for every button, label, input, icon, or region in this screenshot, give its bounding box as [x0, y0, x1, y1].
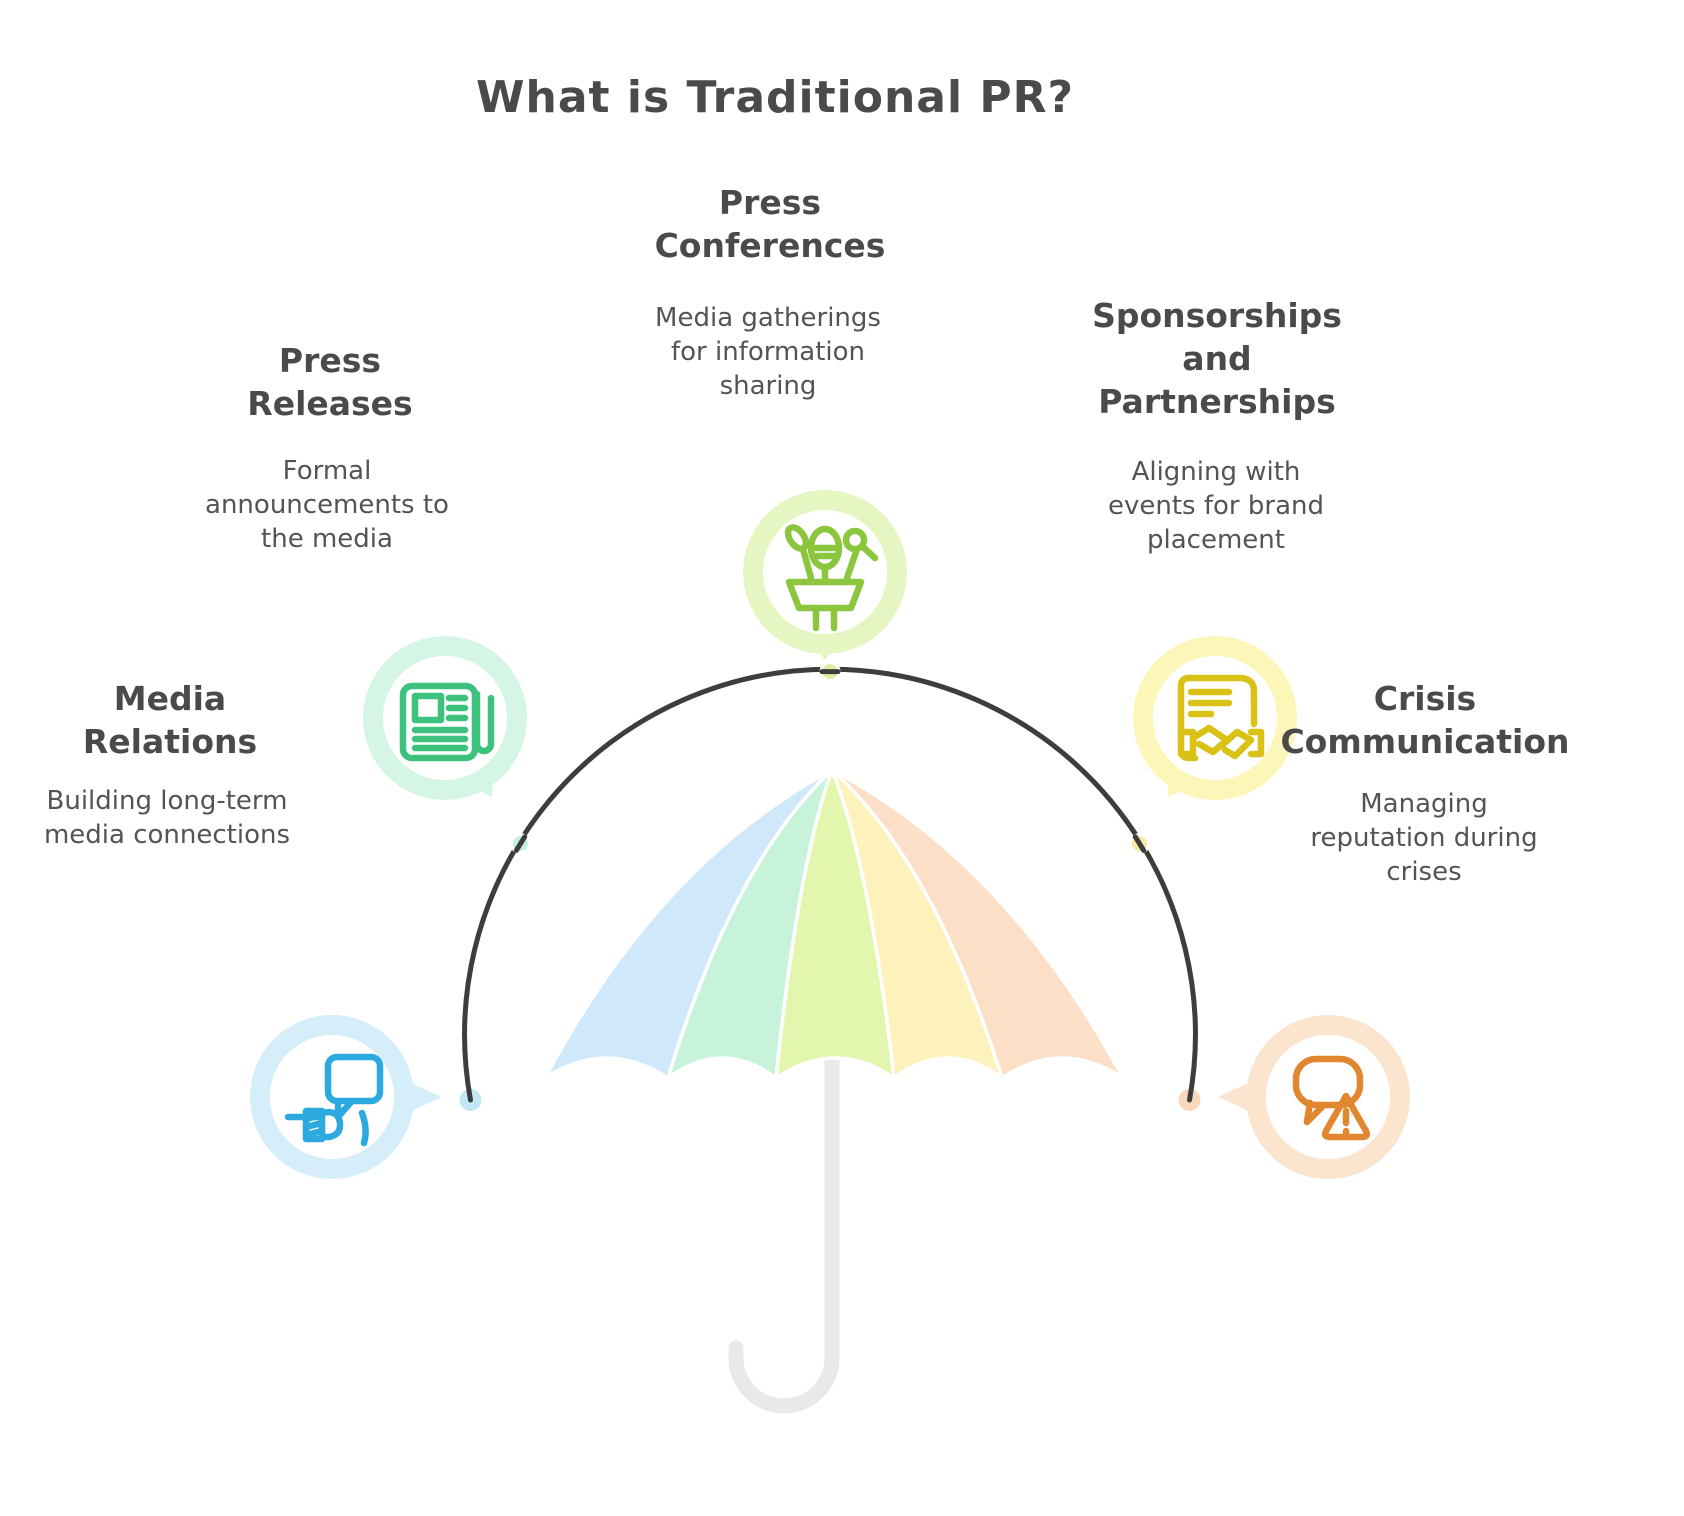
heading-line: Sponsorships	[1092, 296, 1342, 335]
bubble-ring	[1133, 636, 1297, 800]
desc-line: sharing	[719, 370, 817, 401]
umbrella-handle	[728, 1032, 840, 1414]
press-conferences-desc: Media gatherings for information sharing	[558, 302, 978, 403]
page-title: What is Traditional PR?	[475, 72, 1075, 123]
newspaper-icon	[399, 682, 495, 762]
bubble-ring	[250, 1015, 414, 1179]
heading-line: Relations	[82, 721, 258, 761]
bubble-inner	[1266, 1035, 1390, 1159]
sponsorships-desc: Aligning with events for brand placement	[1006, 456, 1426, 557]
crisis-communication-bubble	[1218, 1015, 1410, 1179]
heading-line: and	[1182, 338, 1252, 378]
crisis-communication-heading: Crisis Communication	[1205, 678, 1645, 764]
desc-line: Building long-term	[46, 786, 288, 816]
arc-dash-mid-left	[513, 834, 528, 853]
heading-line: Press	[718, 183, 822, 222]
desc-line: placement	[1147, 524, 1285, 555]
heading-line: Communication	[1280, 721, 1570, 761]
media-relations-heading: Media Relations	[0, 678, 360, 764]
crisis-communication-desc: Managing reputation during crises	[1224, 788, 1624, 889]
desc-line: media connections	[43, 819, 291, 850]
podium-microphones-icon	[784, 524, 879, 632]
press-releases-heading: Press Releases	[120, 340, 540, 426]
press-releases-desc: Formal announcements to the media	[117, 455, 537, 556]
desc-line: announcements to	[205, 489, 449, 520]
speech-bubble-warning-icon	[1292, 1055, 1371, 1141]
heading-line: Media	[113, 679, 227, 718]
heading-line: Press	[278, 341, 382, 380]
contract-handshake-icon	[1177, 674, 1265, 762]
desc-line: reputation during	[1310, 822, 1538, 853]
heading-line: Crisis	[1373, 679, 1477, 718]
desc-line: Aligning with	[1131, 457, 1301, 487]
bubble-ring	[743, 490, 907, 654]
desc-line: Managing	[1360, 789, 1488, 819]
media-relations-bubble	[250, 1015, 442, 1179]
press-conferences-heading: Press Conferences	[560, 182, 980, 268]
heading-line: Partnerships	[1098, 381, 1336, 421]
heading-line: Releases	[247, 383, 413, 423]
desc-line: Formal	[282, 456, 372, 486]
umbrella-panel-peach	[830, 768, 1125, 1080]
press-conferences-bubble	[743, 490, 907, 660]
desc-line: events for brand	[1108, 490, 1324, 521]
speech-bubble-hand-icon	[284, 1053, 384, 1147]
desc-line: the media	[261, 523, 393, 554]
press-releases-bubble	[363, 636, 527, 800]
bubble-ring	[1246, 1015, 1410, 1179]
sponsorships-heading: Sponsorships and Partnerships	[1007, 295, 1427, 424]
media-relations-desc: Building long-term media connections	[0, 785, 357, 853]
arc-dash-mid-right	[1132, 834, 1147, 853]
desc-line: Media gatherings	[655, 303, 881, 333]
heading-line: Conferences	[654, 225, 886, 265]
desc-line: for information	[670, 336, 866, 367]
bubble-ring	[363, 636, 527, 800]
desc-line: crises	[1386, 856, 1462, 887]
sponsorships-bubble	[1133, 636, 1297, 800]
